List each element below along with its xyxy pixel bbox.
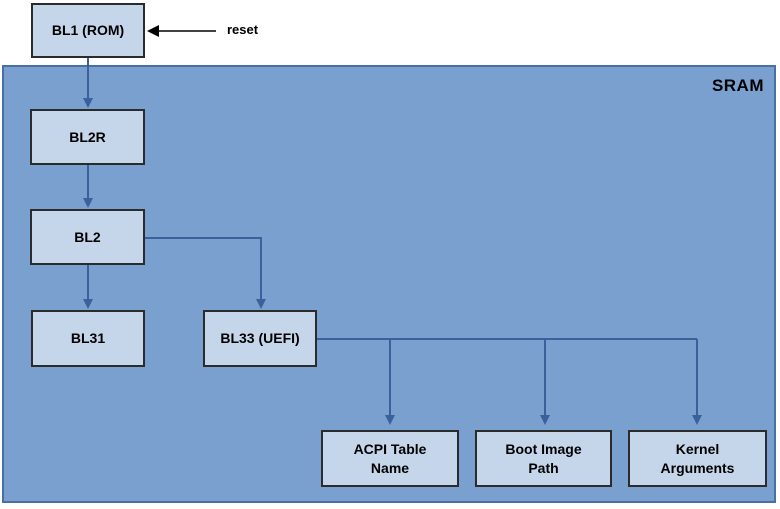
node-boot-image-path: Boot Image Path	[475, 430, 612, 487]
node-bl31: BL31	[31, 310, 145, 367]
node-bl2: BL2	[30, 209, 145, 265]
node-kernel-arguments: Kernel Arguments	[628, 430, 767, 487]
node-acpi-table-name: ACPI Table Name	[321, 430, 459, 487]
node-bl1: BL1 (ROM)	[31, 3, 145, 58]
node-bl2r: BL2R	[30, 109, 145, 165]
node-bl33: BL33 (UEFI)	[203, 310, 317, 367]
reset-arrow	[147, 25, 216, 37]
reset-label: reset	[227, 22, 259, 37]
sram-label: SRAM	[711, 76, 764, 95]
